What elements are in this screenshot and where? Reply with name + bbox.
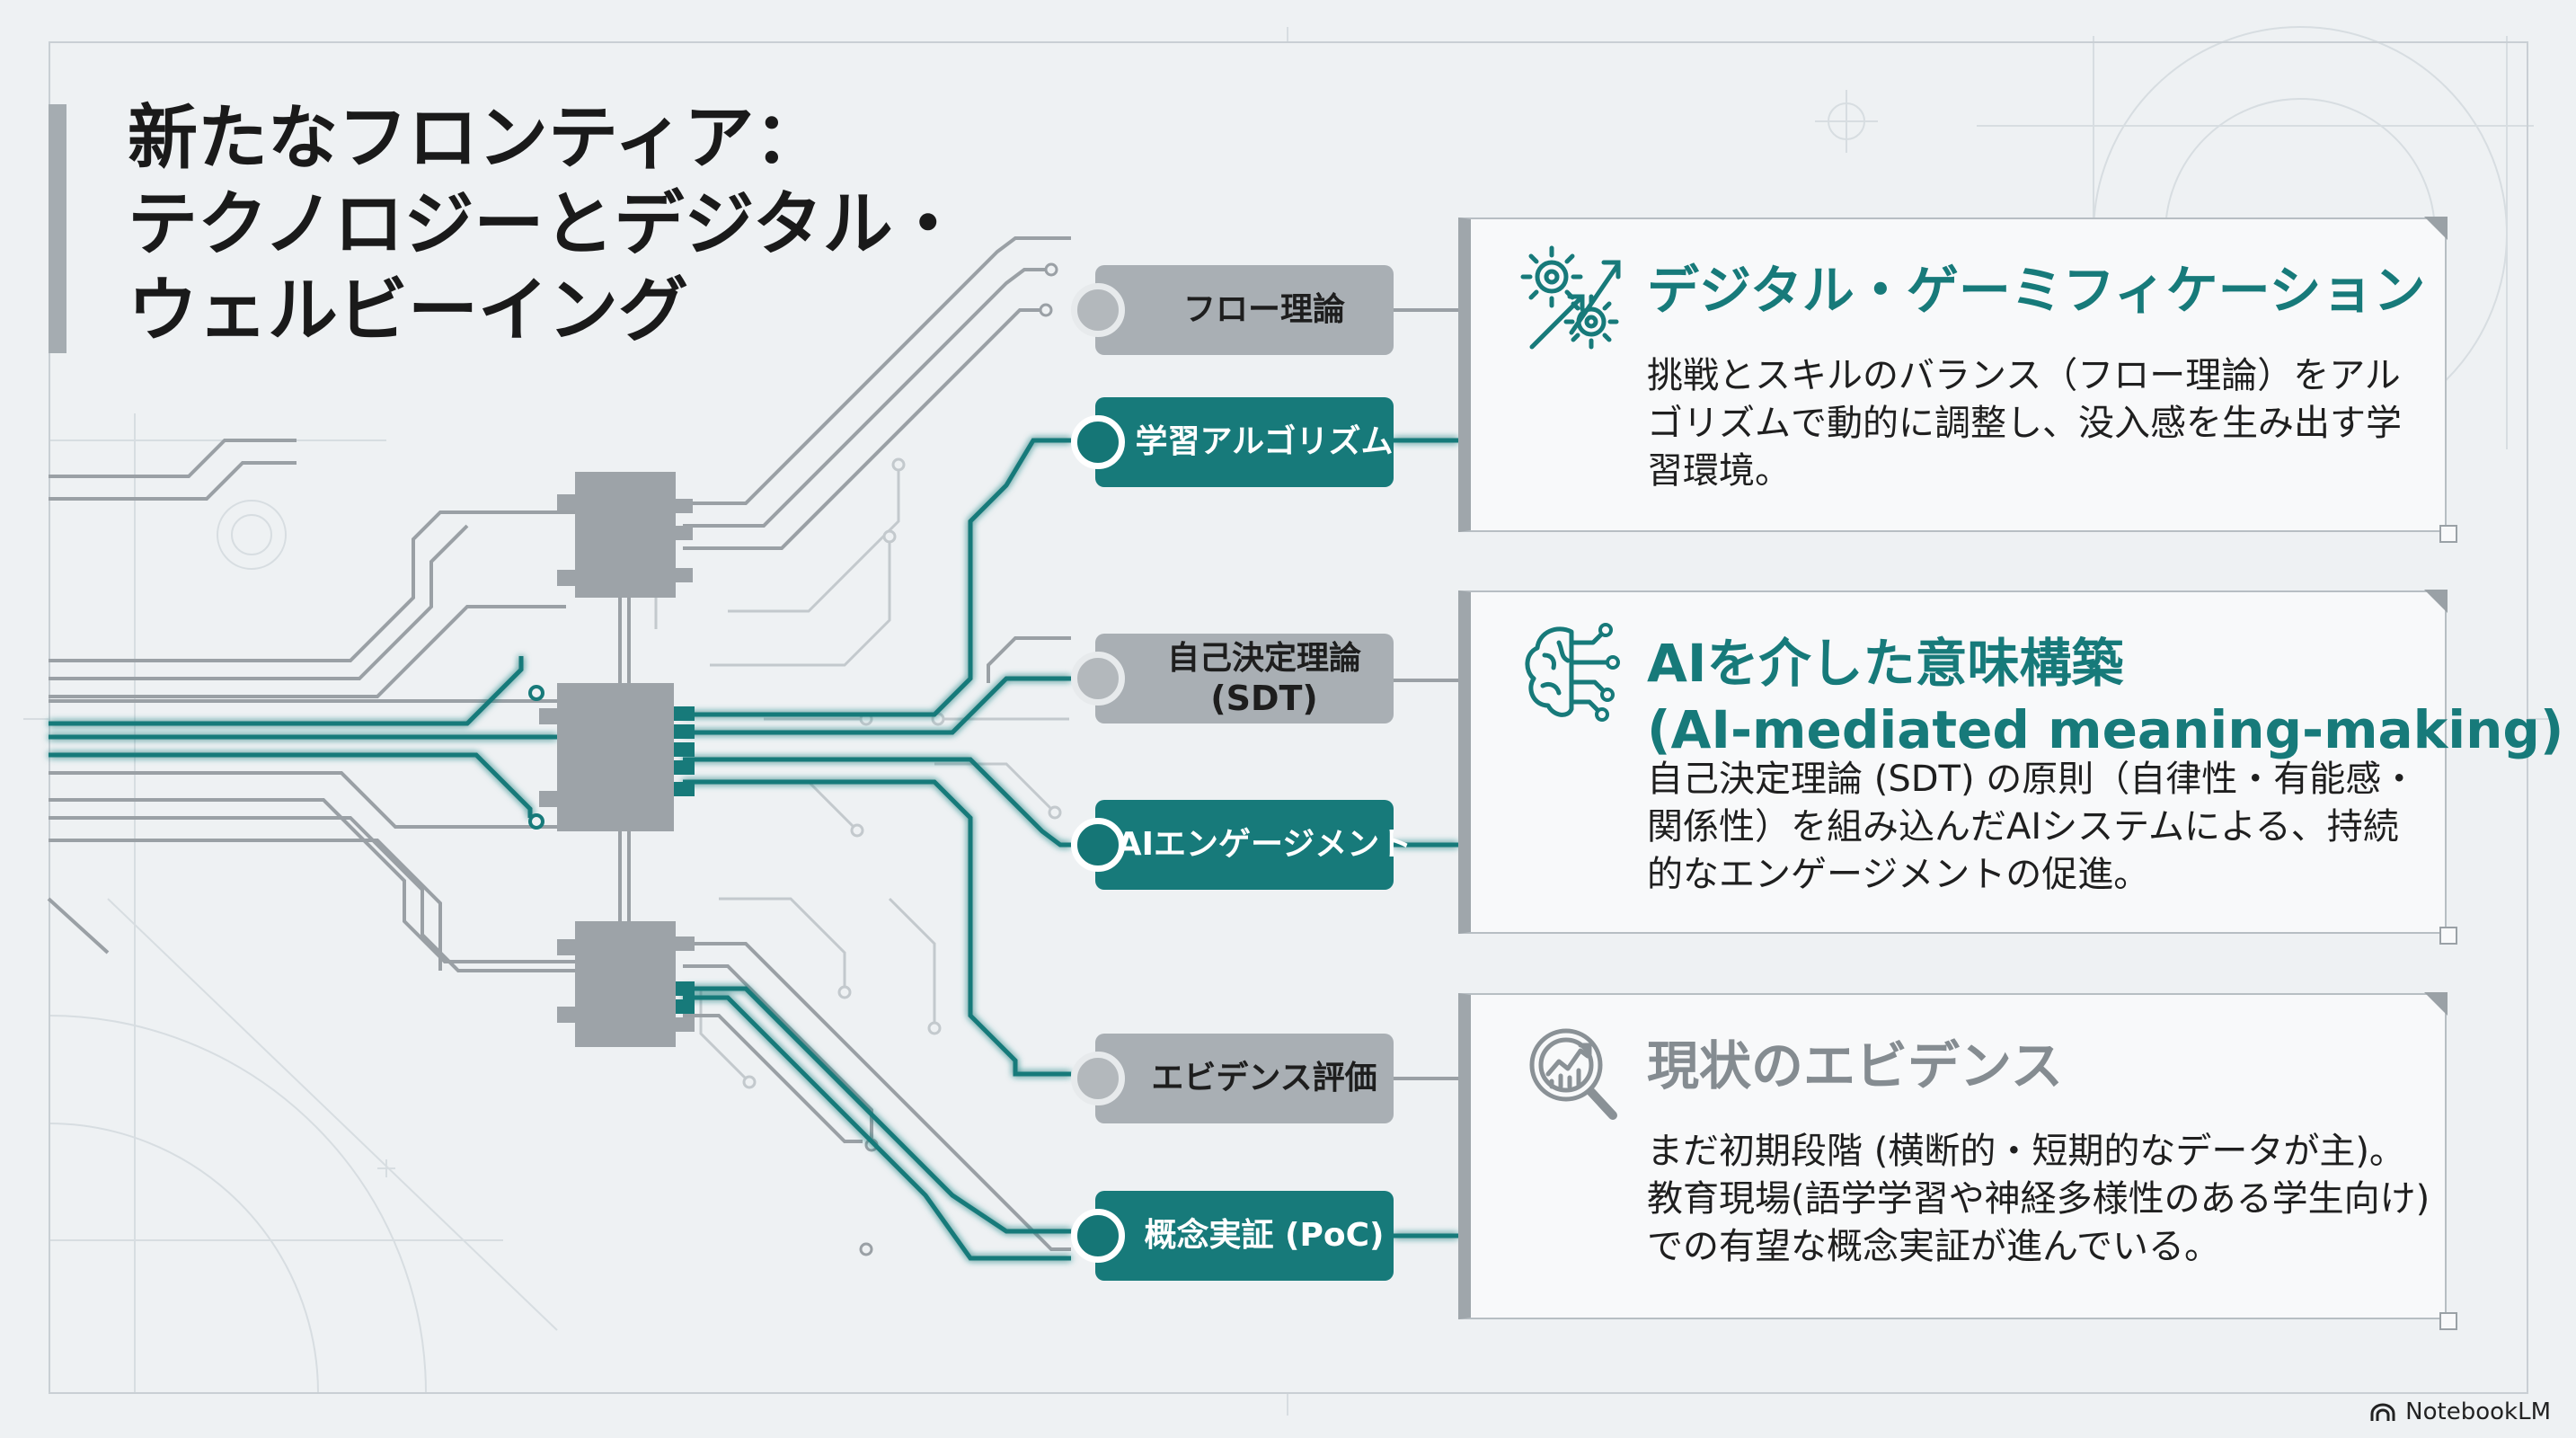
- card-corner: [2424, 217, 2448, 240]
- card-heading-line: (AI-mediated meaning-making): [1647, 699, 2564, 760]
- node-label: 自己決定理論 (SDT): [1167, 639, 1361, 718]
- slide-frame: [49, 41, 2528, 1394]
- card-body-line: まだ初期段階 (横断的・短期的なデータが主)。: [1647, 1131, 2405, 1172]
- card-current-evidence: 現状のエビデンス まだ初期段階 (横断的・短期的なデータが主)。 教育現場(語学…: [1458, 992, 2457, 1330]
- card-body-line: 的なエンゲージメントの促進。: [1647, 854, 2150, 895]
- node-learning-algorithm: 学習アルゴリズム: [1095, 397, 1394, 487]
- card-heading: デジタル・ゲーミフィケーション: [1647, 260, 2426, 321]
- node-label: エビデンス評価: [1151, 1060, 1377, 1096]
- node-label: 概念実証 (PoC): [1144, 1217, 1385, 1254]
- card-corner-marker: [2439, 525, 2457, 543]
- card-body-line: 教育現場(語学学習や神経多様性のある学生向け): [1647, 1178, 2430, 1220]
- node-self-determination-theory: 自己決定理論 (SDT): [1095, 634, 1394, 723]
- magnifier-chart-icon: [1529, 1028, 1617, 1120]
- node-connector: [1071, 1209, 1125, 1263]
- title-line: ウェルビーイング: [128, 271, 689, 351]
- card-heading-line: AIを介した意味構築: [1647, 633, 2124, 694]
- card-body: まだ初期段階 (横断的・短期的なデータが主)。 教育現場(語学学習や神経多様性の…: [1647, 1128, 2430, 1271]
- card-body-line: ゴリズムで動的に調整し、没入感を生み出す学: [1647, 403, 2402, 444]
- node-connector: [1071, 1052, 1125, 1105]
- card-body-line: 挑戦とスキルのバランス（フロー理論）をアル: [1647, 355, 2401, 396]
- card-body-line: 自己決定理論 (SDT) の原則（自律性・有能感・: [1647, 759, 2418, 800]
- node-flow-theory: フロー理論: [1095, 265, 1394, 355]
- node-label-line: 自己決定理論: [1166, 640, 1361, 677]
- card-corner-marker: [2439, 1312, 2457, 1330]
- card-corner-marker: [2439, 927, 2457, 945]
- card-body-line: 関係性）を組み込んだAIシステムによる、持続: [1647, 806, 2399, 848]
- card-body: 自己決定理論 (SDT) の原則（自律性・有能感・ 関係性）を組み込んだAIシス…: [1647, 756, 2417, 899]
- card-body-line: での有望な概念実証が進んでいる。: [1647, 1226, 2220, 1267]
- card-digital-gamification: デジタル・ゲーミフィケーション 挑戦とスキルのバランス（フロー理論）をアル ゴリ…: [1458, 217, 2457, 543]
- node-proof-of-concept: 概念実証 (PoC): [1095, 1191, 1394, 1281]
- notebooklm-logo-icon: [2370, 1403, 2395, 1421]
- title-line: テクノロジーとデジタル・: [128, 184, 963, 265]
- node-connector: [1071, 415, 1125, 469]
- node-evidence-evaluation: エビデンス評価: [1095, 1034, 1394, 1123]
- brain-circuit-icon: [1525, 623, 1620, 722]
- card-heading: 現状のエビデンス: [1647, 1035, 2063, 1096]
- card-body: 挑戦とスキルのバランス（フロー理論）をアル ゴリズムで動的に調整し、没入感を生み…: [1647, 352, 2402, 495]
- title-accent-bar: [49, 104, 66, 353]
- brand-watermark: NotebookLM: [2369, 1398, 2551, 1425]
- card-body-line: 習環境。: [1647, 450, 1791, 492]
- node-connector: [1071, 652, 1125, 706]
- card-heading: AIを介した意味構築 (AI-mediated meaning-making): [1647, 630, 2563, 763]
- gears-arrows-icon: [1520, 245, 1621, 350]
- card-corner: [2424, 992, 2448, 1016]
- slide-title: 新たなフロンティア： テクノロジーとデジタル・ ウェルビーイング: [128, 95, 1026, 354]
- brand-label: NotebookLM: [2405, 1398, 2551, 1425]
- node-label-line: (SDT): [1210, 679, 1318, 718]
- node-label: 学習アルゴリズム: [1135, 423, 1394, 460]
- node-connector: [1071, 283, 1125, 337]
- title-line: 新たなフロンティア：: [128, 98, 825, 179]
- node-label: フロー理論: [1182, 291, 1345, 328]
- node-connector: [1071, 818, 1125, 872]
- card-ai-meaning-making: AIを介した意味構築 (AI-mediated meaning-making) …: [1458, 590, 2563, 945]
- node-ai-engagement: AIエンゲージメント: [1095, 800, 1412, 890]
- node-label: AIエンゲージメント: [1116, 826, 1412, 863]
- card-corner: [2424, 590, 2448, 613]
